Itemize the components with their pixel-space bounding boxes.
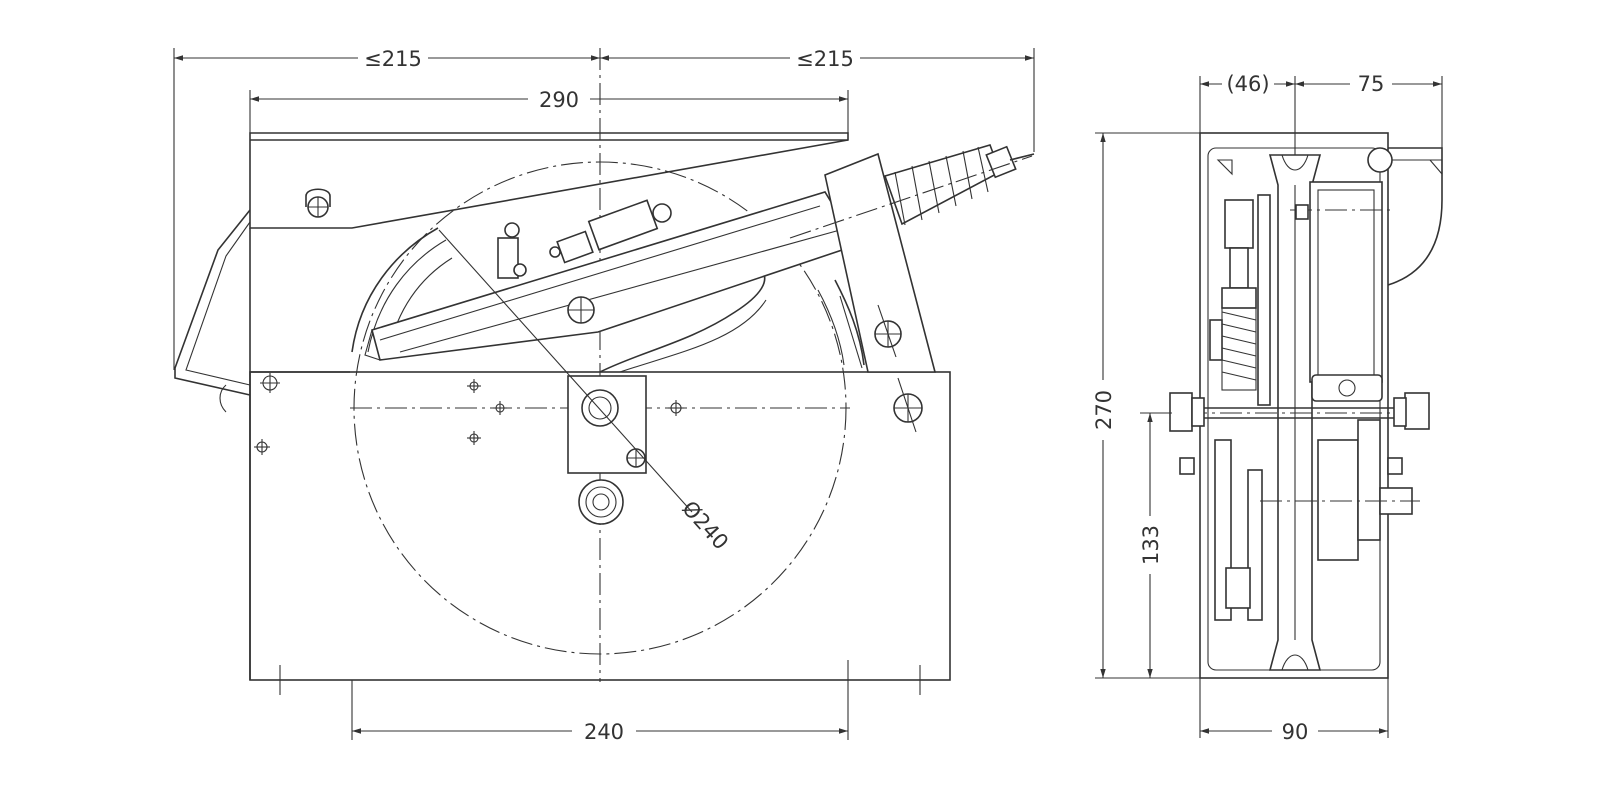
dim-side-height-total: 270 <box>1092 390 1116 430</box>
dim-side-height-axle: 133 <box>1139 525 1163 565</box>
cam-plate <box>599 267 766 373</box>
lower-hub-bolt <box>578 479 624 525</box>
left-arm <box>174 209 251 396</box>
front-view: ≤215 ≤215 290 240 Ø240 <box>173 47 1035 744</box>
dim-top-right-reach: ≤215 <box>796 47 854 71</box>
dim-side-top-left: (46) <box>1226 72 1269 96</box>
diameter-leader <box>438 229 693 513</box>
side-spring-stack <box>1209 194 1271 406</box>
dim-top-left-reach: ≤215 <box>364 47 422 71</box>
dim-wheel-diameter: Ø240 <box>677 496 733 554</box>
tension-spring <box>789 144 1035 239</box>
dim-top-width: 290 <box>539 88 579 112</box>
right-bracket <box>824 152 937 373</box>
mounting-holes <box>254 373 684 455</box>
dim-bottom-width: 240 <box>584 720 624 744</box>
dim-side-top-right: 75 <box>1358 72 1385 96</box>
dim-side-bottom-width: 90 <box>1282 720 1309 744</box>
top-bracket <box>249 132 849 229</box>
side-view: (46) 75 270 133 90 <box>1092 70 1443 744</box>
